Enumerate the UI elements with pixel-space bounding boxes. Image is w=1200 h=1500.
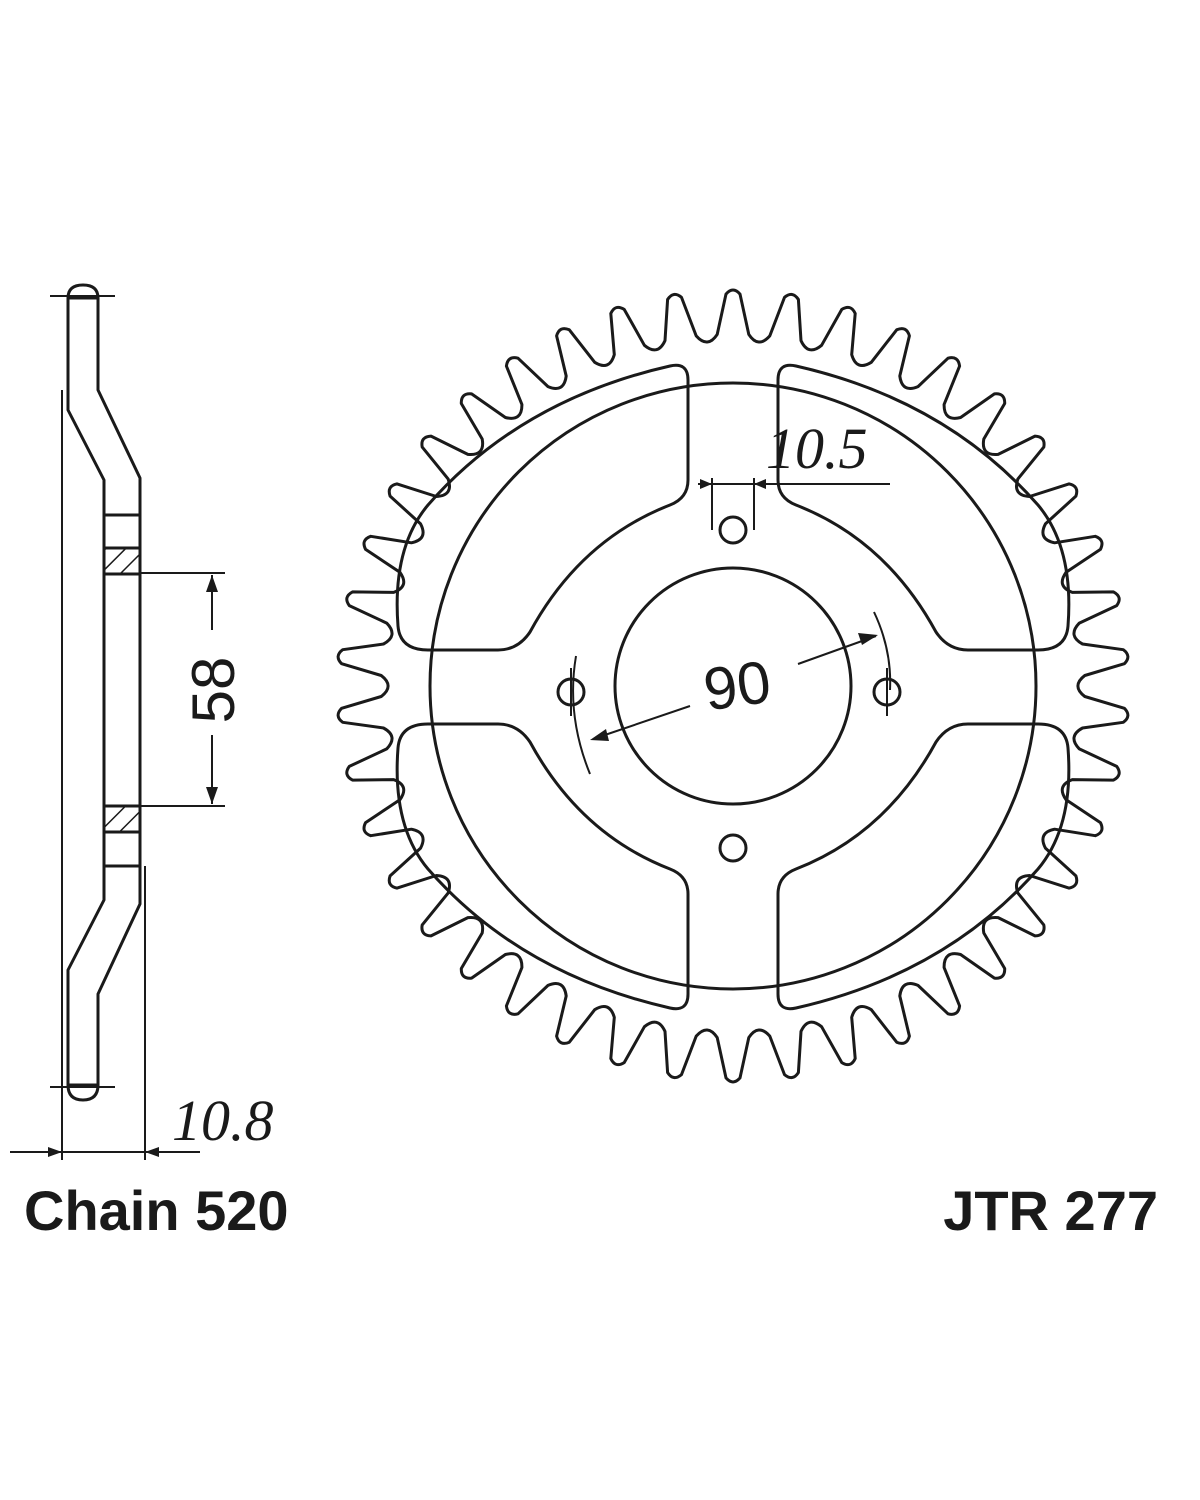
cutout-bottom-left — [395, 722, 690, 1011]
chain-label: Chain 520 — [24, 1179, 289, 1242]
pcd-dimension: 90 — [572, 611, 892, 775]
top-tooth-tip — [66, 283, 100, 300]
cutout-top-left — [395, 363, 690, 652]
dim-10-5-arrow-left — [700, 479, 712, 489]
dim-10-5-arrow-right — [754, 479, 766, 489]
upper-hub-hatch — [102, 546, 142, 576]
pcd-label: 90 — [699, 648, 774, 724]
thickness-label: 10.8 — [172, 1088, 274, 1153]
lower-section-hatch — [66, 864, 142, 1087]
lower-hub-hatch — [102, 804, 142, 834]
cutout-bottom-right — [776, 722, 1071, 1011]
cutout-ring-outer — [428, 381, 1038, 991]
dim-10-8-arrow-right — [145, 1147, 159, 1157]
bolt-holes — [556, 478, 902, 863]
center-bore — [613, 566, 853, 806]
cutouts — [395, 363, 1071, 1011]
hub-bore-label: 58 — [180, 657, 247, 724]
dim-58-arrow-bottom — [206, 787, 218, 804]
pcd-arc-right — [873, 611, 892, 691]
dim-10-8-arrow-left — [48, 1147, 62, 1157]
side-section-view: 58 10.8 — [10, 283, 274, 1160]
pcd-line-left — [595, 705, 691, 739]
pcd-arrow-left — [590, 729, 609, 741]
dim-58-arrow-top — [206, 575, 218, 592]
bolt-hole-label: 10.5 — [766, 416, 868, 481]
upper-section-hatch — [66, 296, 142, 517]
front-view: 10.5 90 — [336, 288, 1130, 1084]
part-number-label: JTR 277 — [943, 1179, 1158, 1242]
cutout-top-right — [776, 363, 1071, 652]
pcd-arrow-right — [858, 633, 878, 645]
bottom-tooth-tip — [66, 1083, 100, 1102]
pcd-arc-left — [572, 655, 591, 775]
bolt-hole-dimension: 10.5 — [698, 380, 890, 489]
bolt-hole-bottom — [718, 833, 748, 863]
bolt-hole-top — [718, 515, 748, 545]
